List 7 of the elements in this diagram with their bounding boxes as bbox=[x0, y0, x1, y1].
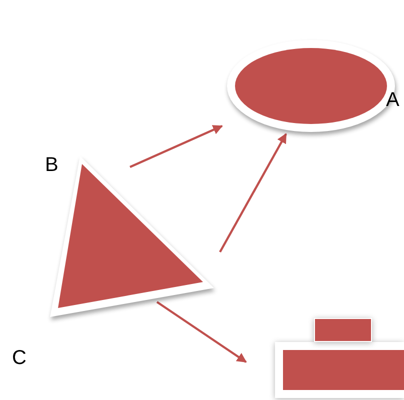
letter-label: C bbox=[12, 348, 26, 368]
arrow bbox=[156, 301, 247, 363]
arrow bbox=[219, 133, 287, 253]
letter-label: A bbox=[386, 90, 400, 110]
letter-label: B bbox=[45, 155, 58, 175]
arrow bbox=[130, 125, 223, 168]
rectangle-shape bbox=[314, 318, 372, 342]
